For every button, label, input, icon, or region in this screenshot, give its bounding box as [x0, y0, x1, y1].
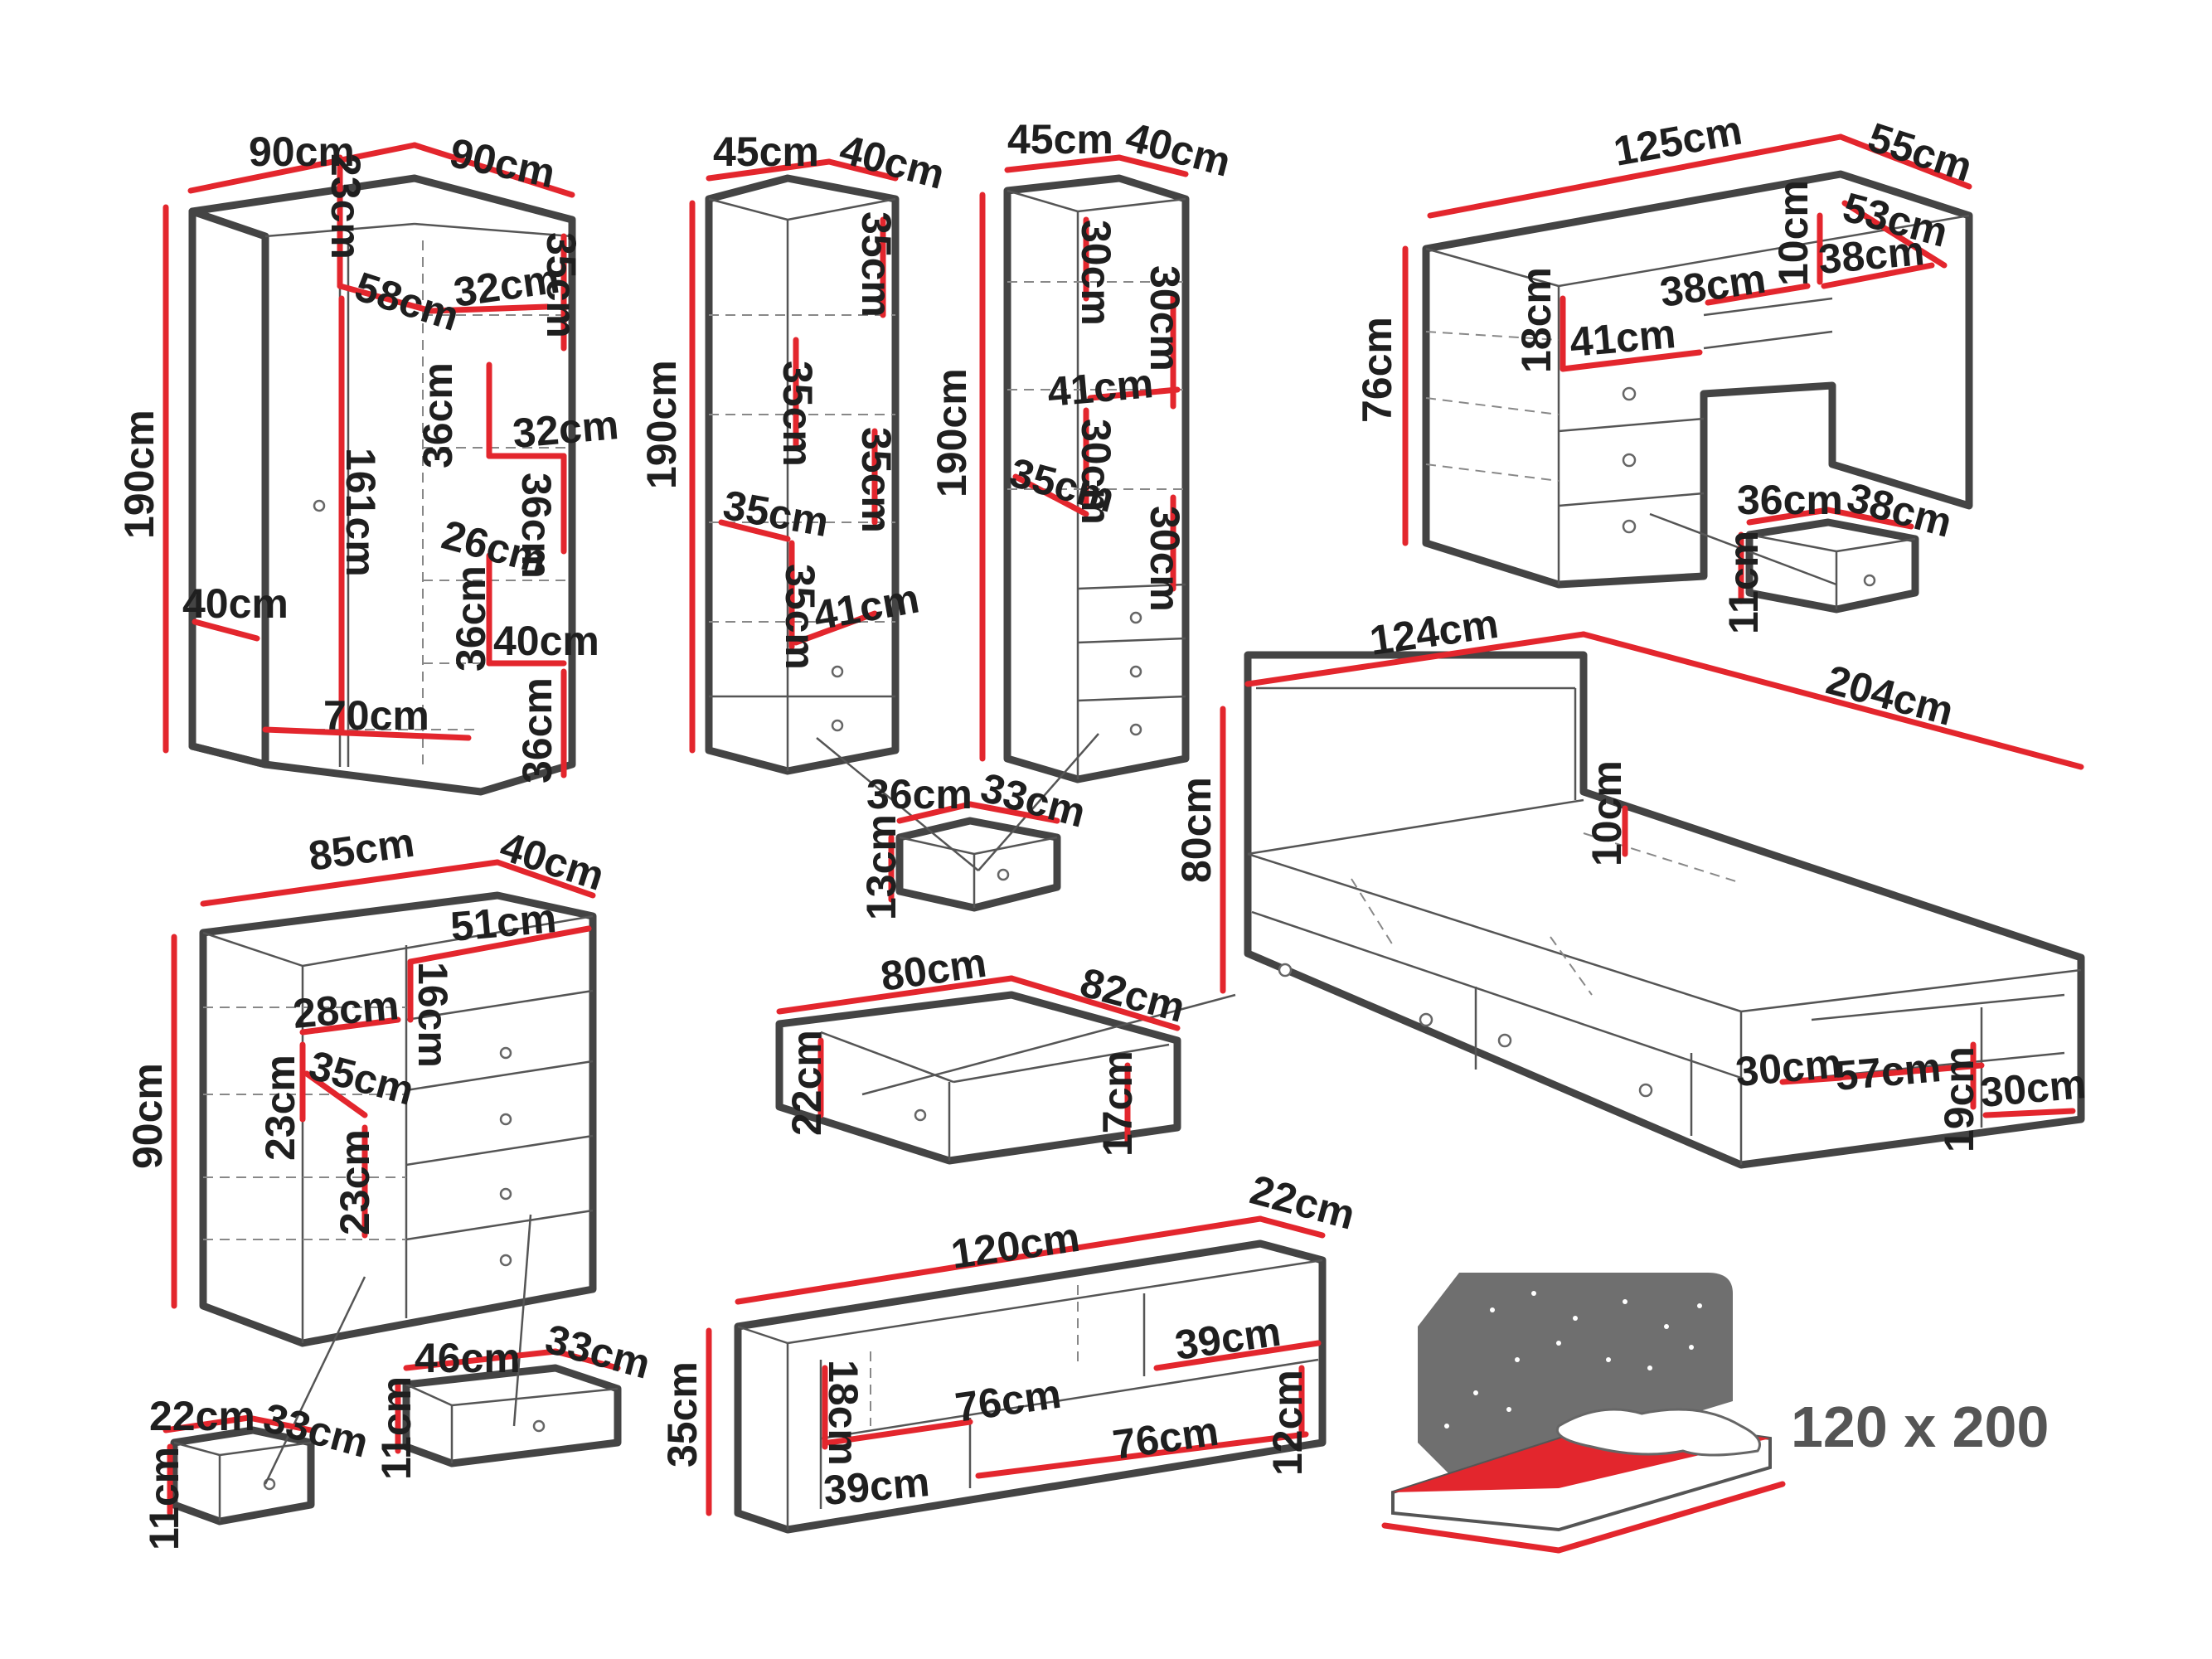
- bed: 124cm 204cm 10cm 80cm 30cm 57cm 19cm 30c…: [1173, 600, 2088, 1169]
- wardrobe-side-depth: 40cm: [182, 580, 289, 627]
- bookcase2-shelf3: 30cm: [1073, 419, 1119, 525]
- bed-length: 204cm: [1822, 657, 1958, 735]
- wardrobe-bottom-width: 70cm: [323, 692, 429, 739]
- wardrobe-front-width: 90cm: [249, 129, 355, 175]
- bookcase-open: 45cm 40cm 35cm 35cm 35cm 35cm 35cm 41cm …: [638, 126, 949, 775]
- dresser-shelf-width: 28cm: [291, 982, 400, 1037]
- desk: 125cm 55cm 53cm 10cm 38cm 38cm 18cm 41cm…: [1354, 107, 1978, 589]
- bed-mattress-rim: 10cm: [1584, 760, 1630, 866]
- shelf-height: 35cm: [659, 1361, 706, 1467]
- wardrobe-height: 190cm: [116, 410, 163, 539]
- bookcase2-width: 45cm: [1007, 116, 1113, 163]
- wardrobe-bottom-shelf-height: 36cm: [514, 677, 560, 783]
- desk-right-shelf-width: 38cm: [1817, 227, 1926, 283]
- dresser-small-drawer: 22cm 33cm 11cm: [141, 1276, 373, 1550]
- wall-shelf: 120cm 22cm 39cm 18cm 76cm 76cm 12cm 39cm…: [659, 1167, 1360, 1534]
- bookcase-drawer-width: 36cm: [866, 771, 973, 817]
- wardrobe-shelf3-height: 36cm: [448, 565, 494, 672]
- shelf-left-compartment: 39cm: [822, 1458, 931, 1514]
- mattress-size-label: 120 x 200: [1791, 1395, 2049, 1459]
- dresser: 85cm 40cm 51cm 16cm 28cm 35cm 23cm 23cm …: [124, 819, 610, 1347]
- large-drawer-width: 46cm: [415, 1335, 521, 1381]
- bed-drawer: 80cm 82cm 22cm 17cm: [775, 939, 1236, 1165]
- bookcase-drawer-height: 13cm: [858, 814, 905, 920]
- wardrobe-top-depth: 23cm: [323, 153, 369, 260]
- bookcase1-shelf-depth: 35cm: [720, 482, 832, 546]
- dresser-depth: 40cm: [495, 822, 610, 900]
- wardrobe-shelf2-height: 36cm: [513, 473, 560, 579]
- bed-drawer-inner-height: 17cm: [1094, 1050, 1141, 1157]
- bookcase1-top-shelf: 35cm: [853, 211, 900, 318]
- desk-height: 76cm: [1354, 317, 1400, 423]
- corner-wardrobe: 90cm 90cm 23cm 58cm 32cm 35cm 36cm 32cm …: [116, 129, 620, 796]
- large-drawer-depth: 33cm: [541, 1316, 655, 1388]
- shelf-compartment-height: 18cm: [820, 1360, 866, 1466]
- bed-end-shelf-depth: 30cm: [1978, 1060, 2088, 1116]
- shelf-lower-height: 12cm: [1264, 1370, 1311, 1476]
- dresser-shelf-depth: 35cm: [304, 1042, 419, 1114]
- bookcase1-height: 190cm: [638, 360, 685, 489]
- bookcase1-width: 45cm: [713, 129, 819, 175]
- bookcase-drawers: 45cm 40cm 30cm 30cm 41cm 30cm 35cm 30cm …: [929, 114, 1235, 783]
- bookcase1-shelf2: 35cm: [774, 361, 821, 467]
- desk-shelf-height: 10cm: [1770, 180, 1817, 286]
- bookcase2-height: 190cm: [929, 368, 975, 497]
- dresser-top-compartment-width: 51cm: [449, 895, 558, 950]
- dresser-top-compartment-height: 16cm: [410, 962, 456, 1068]
- bed-headboard-height: 80cm: [1173, 777, 1220, 883]
- small-drawer-width: 22cm: [149, 1393, 255, 1439]
- wardrobe-shelf4-depth: 40cm: [493, 618, 599, 664]
- bed-drawer-outer-height: 22cm: [783, 1030, 830, 1136]
- mattress-size-icon: 120 x 200: [1381, 1273, 2049, 1554]
- bookcase1-shelf4: 35cm: [777, 564, 823, 670]
- bookcase2-shelf4: 30cm: [1142, 506, 1188, 612]
- bed-shelf-width: 57cm: [1833, 1044, 1943, 1099]
- bookcase2-top-shelf: 30cm: [1073, 220, 1119, 326]
- dresser-shelf2-height: 23cm: [332, 1129, 378, 1235]
- dresser-large-drawer: 46cm 33cm 11cm: [373, 1214, 655, 1480]
- bed-shelf-depth: 30cm: [1734, 1040, 1843, 1095]
- dresser-shelf1-height: 23cm: [257, 1055, 303, 1161]
- bed-shelf-height: 19cm: [1936, 1046, 1982, 1152]
- wardrobe-hanging-height: 161cm: [337, 448, 384, 577]
- bed-drawer-width: 80cm: [878, 939, 989, 1000]
- bookcase1-inner-width: 41cm: [810, 575, 923, 638]
- dresser-height: 90cm: [124, 1063, 171, 1169]
- wardrobe-inner-depth: 58cm: [350, 263, 465, 340]
- desk-drawer: 36cm 38cm 11cm: [1649, 474, 1957, 634]
- bookcase1-shelf3: 35cm: [853, 427, 900, 533]
- wardrobe-top-shelf-height: 35cm: [538, 232, 585, 338]
- bookcase2-shelf2: 30cm: [1142, 265, 1188, 371]
- desk-left-shelf-width: 38cm: [1657, 255, 1768, 316]
- shelf-width: 120cm: [948, 1214, 1083, 1278]
- desk-drawer-space-height: 18cm: [1513, 267, 1560, 373]
- shelf-upper-width: 76cm: [953, 1370, 1064, 1431]
- small-drawer-height: 11cm: [141, 1447, 187, 1550]
- desk-drawer-height: 11cm: [1720, 531, 1767, 634]
- bookcase2-inner-width: 41cm: [1045, 360, 1155, 415]
- desk-drawer-width: 36cm: [1737, 477, 1843, 523]
- wardrobe-shelf1-height: 36cm: [415, 362, 461, 468]
- small-drawer-depth: 33cm: [259, 1395, 373, 1467]
- bookcase-drawer: 36cm 33cm 13cm: [816, 733, 1099, 920]
- wardrobe-shelf2-depth: 32cm: [511, 401, 620, 457]
- desk-width: 125cm: [1610, 107, 1745, 175]
- desk-cabinet-width: 41cm: [1568, 310, 1677, 366]
- large-drawer-height: 11cm: [373, 1376, 420, 1480]
- desk-depth: 55cm: [1863, 114, 1978, 191]
- wardrobe-side-width: 90cm: [446, 129, 560, 196]
- dresser-width: 85cm: [306, 819, 417, 880]
- shelf-right-compartment: 39cm: [1172, 1308, 1283, 1369]
